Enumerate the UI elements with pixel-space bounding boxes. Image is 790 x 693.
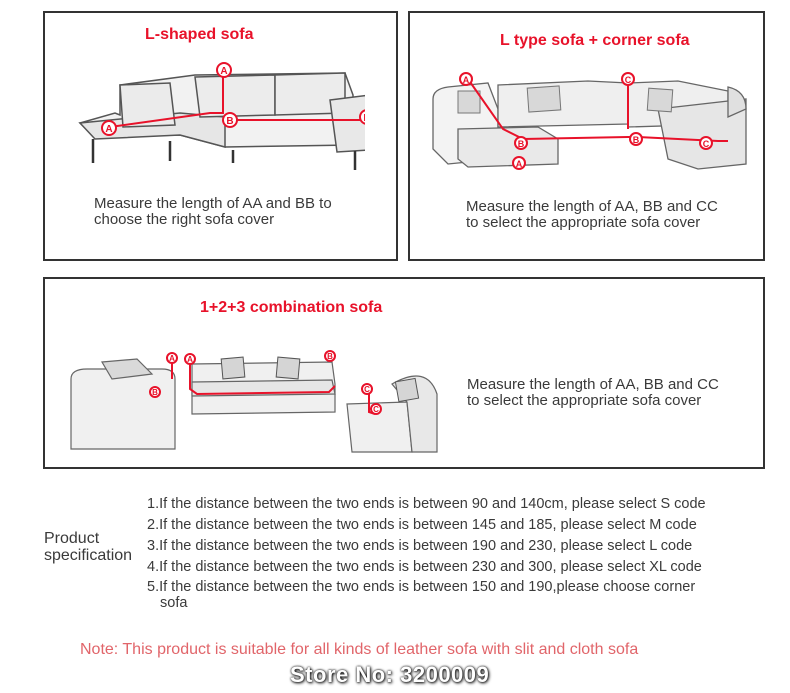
store-number-watermark: Store No: 3200009: [290, 662, 490, 687]
marker-a-icon: A: [101, 120, 117, 136]
svg-text:B: B: [152, 388, 158, 397]
spec-label-line: Product: [44, 530, 100, 547]
desc-line: choose the right sofa cover: [94, 211, 275, 228]
spec-item: 4.If the distance between the two ends i…: [147, 559, 702, 575]
marker-a-icon: A: [512, 156, 526, 170]
svg-text:B: B: [226, 116, 233, 127]
desc-line: Measure the length of AA and BB to: [94, 195, 332, 212]
marker-a-icon: A: [216, 62, 232, 78]
svg-text:B: B: [327, 352, 333, 361]
product-specification-label: Product specification: [44, 530, 132, 564]
marker-c-icon: C: [370, 403, 382, 415]
l-shaped-sofa-illustration: A A B B: [78, 62, 365, 170]
svg-text:A: A: [187, 355, 193, 364]
panel-description: Measure the length of AA, BB and CC to s…: [466, 199, 718, 231]
spec-item: 1.If the distance between the two ends i…: [147, 496, 706, 512]
svg-text:B: B: [518, 139, 525, 149]
marker-a-icon: A: [184, 353, 196, 365]
spec-item-line: sofa: [160, 595, 188, 611]
desc-line: to select the appropriate sofa cover: [467, 392, 702, 409]
marker-b-icon: B: [359, 109, 365, 125]
svg-text:A: A: [169, 354, 175, 363]
svg-text:B: B: [363, 113, 365, 124]
panel-title: L-shaped sofa: [145, 26, 254, 43]
marker-b-icon: B: [629, 132, 643, 146]
svg-text:A: A: [105, 124, 112, 135]
panel-description: Measure the length of AA and BB to choos…: [94, 196, 332, 228]
desc-line: Measure the length of AA, BB and CC: [466, 198, 718, 215]
svg-text:A: A: [220, 66, 227, 77]
l-shaped-sofa-panel: L-shaped sofa A A B: [43, 11, 398, 261]
marker-a-icon: A: [459, 72, 473, 86]
marker-b-icon: B: [149, 386, 161, 398]
svg-text:A: A: [516, 159, 523, 169]
combination-sofa-illustration: A A B B C C: [70, 350, 438, 453]
svg-text:C: C: [364, 385, 370, 394]
spec-item: 5.If the distance between the two ends i…: [147, 579, 777, 611]
svg-text:C: C: [625, 75, 632, 85]
panel-description: Measure the length of AA, BB and CC to s…: [467, 377, 719, 409]
desc-line: Measure the length of AA, BB and CC: [467, 376, 719, 393]
svg-text:C: C: [703, 139, 710, 149]
marker-a-icon: A: [166, 352, 178, 364]
spec-label-line: specification: [44, 547, 133, 564]
marker-c-icon: C: [621, 72, 635, 86]
svg-text:C: C: [373, 405, 379, 414]
combination-sofa-panel: 1+2+3 combination sofa A A: [43, 277, 765, 469]
marker-b-icon: B: [324, 350, 336, 362]
panel-title: L type sofa + corner sofa: [500, 32, 690, 49]
l-corner-sofa-panel: L type sofa + corner sofa A A: [408, 11, 765, 261]
marker-b-icon: B: [514, 136, 528, 150]
marker-b-icon: B: [222, 112, 238, 128]
size-specification-list: 1.If the distance between the two ends i…: [147, 495, 777, 611]
spec-item: 2.If the distance between the two ends i…: [147, 517, 697, 533]
note-text: Note: This product is suitable for all k…: [80, 641, 639, 658]
marker-c-icon: C: [361, 383, 373, 395]
spec-item: 3.If the distance between the two ends i…: [147, 538, 693, 554]
desc-line: to select the appropriate sofa cover: [466, 214, 701, 231]
l-corner-sofa-illustration: A A B B C C: [432, 72, 747, 170]
panel-title: 1+2+3 combination sofa: [200, 299, 383, 316]
spec-item-line: 5.If the distance between the two ends i…: [147, 579, 696, 595]
svg-text:A: A: [463, 75, 470, 85]
svg-text:B: B: [633, 135, 640, 145]
marker-c-icon: C: [699, 136, 713, 150]
